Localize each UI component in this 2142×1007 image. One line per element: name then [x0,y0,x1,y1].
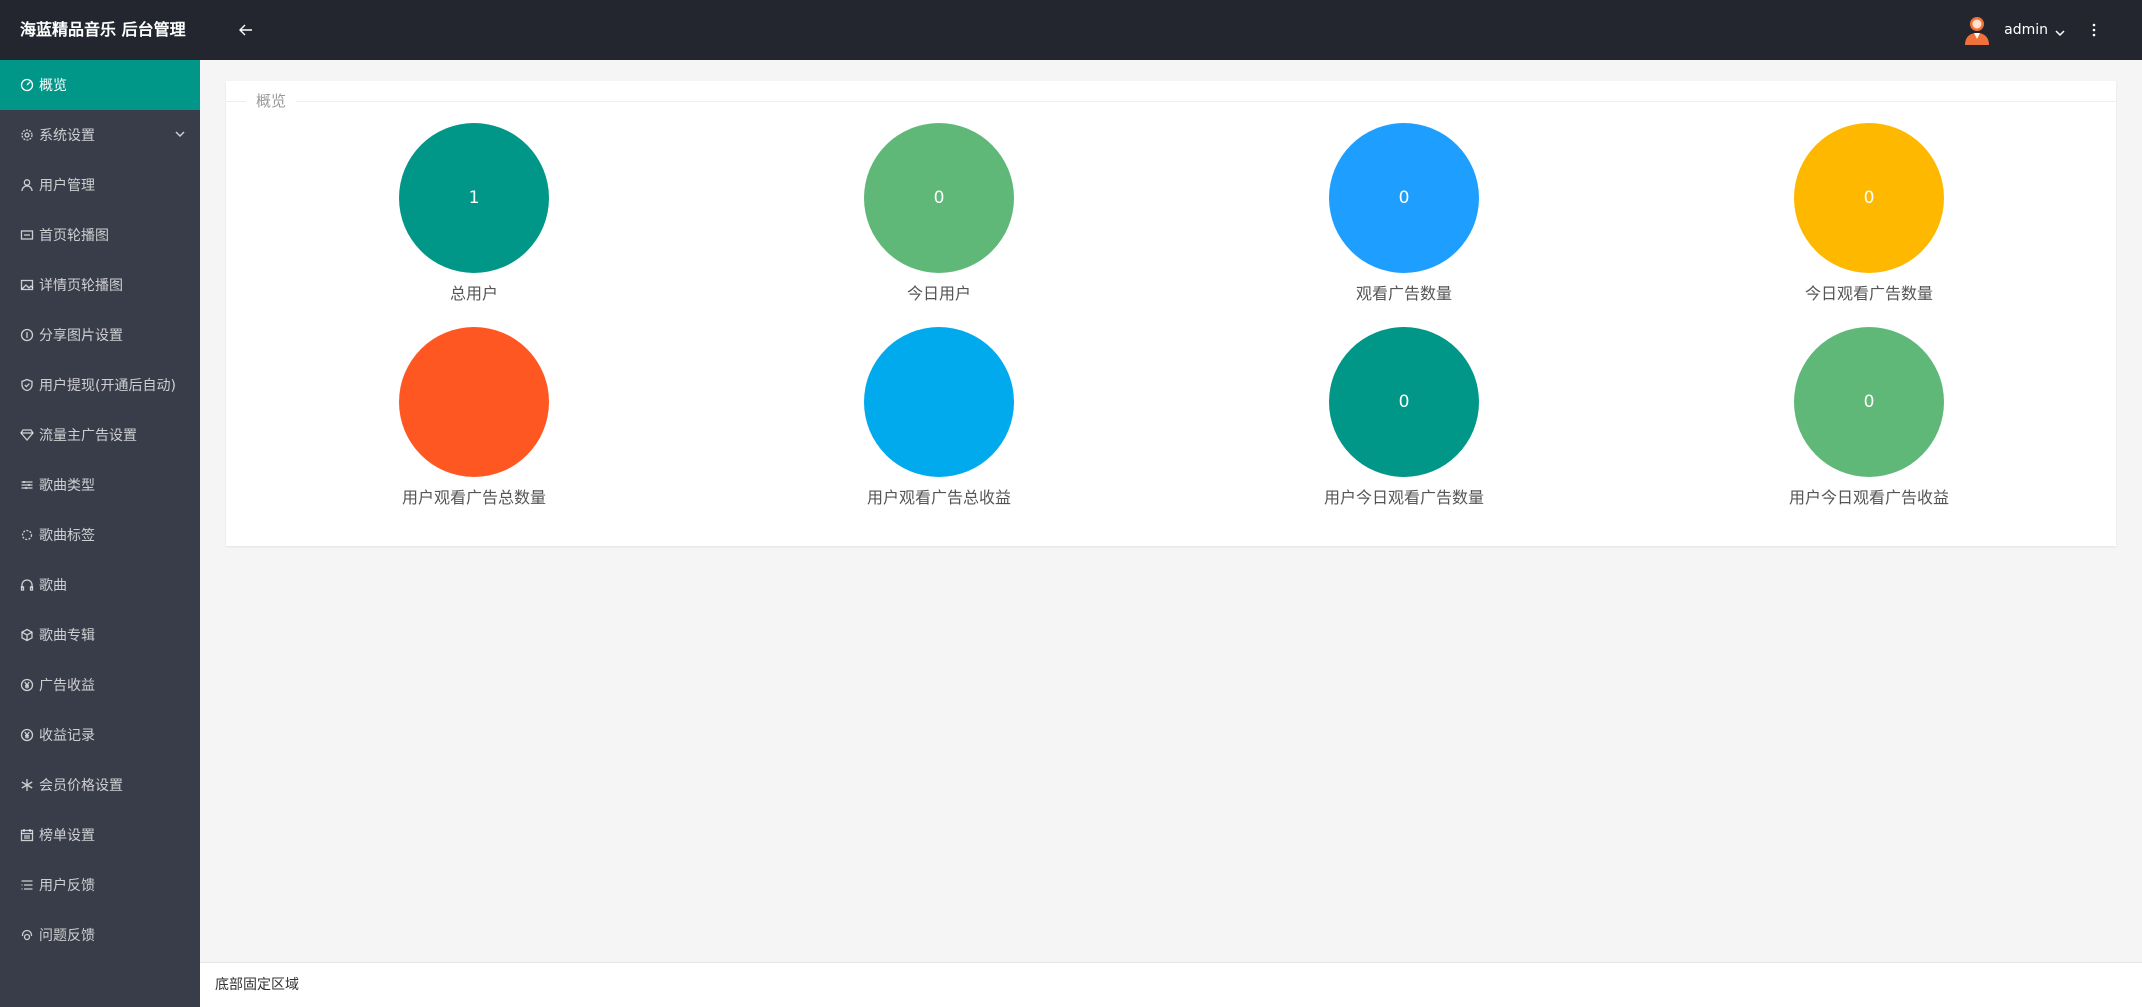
sidebar-nav: 概览系统设置用户管理首页轮播图详情页轮播图分享图片设置用户提现(开通后自动) 流量… [0,60,200,960]
stat-value: 0 [1329,123,1479,273]
stat-item: 0 用户今日观看广告数量 [1254,327,1554,509]
sidebar-item[interactable]: 首页轮播图 [0,210,200,260]
shield-icon [20,378,34,392]
share-icon [20,328,34,342]
sidebar-item[interactable]: 会员价格设置 [0,760,200,810]
sidebar-item-label: 歌曲类型 [39,478,95,494]
sidebar-item-label: 歌曲标签 [39,528,95,544]
dashboard-icon [20,78,34,92]
tag-gear-icon [20,528,34,542]
chevron-down-icon [174,128,186,140]
sidebar: 海蓝精品音乐 后台管理 概览系统设置用户管理首页轮播图详情页轮播图分享图片设置用… [0,0,200,1007]
sidebar-item[interactable]: 榜单设置 [0,810,200,860]
sidebar-item[interactable]: 歌曲类型 [0,460,200,510]
sidebar-item[interactable]: 用户反馈 [0,860,200,910]
sidebar-item[interactable]: 详情页轮播图 [0,260,200,310]
collapse-sidebar-button[interactable] [236,20,256,40]
stat-label: 用户观看广告总数量 [401,488,546,507]
sidebar-item-label: 分享图片设置 [39,328,123,344]
chevron-down-icon [2054,24,2066,37]
footer: 底部固定区域 [200,962,2142,1007]
user-menu[interactable]: admin [1962,14,2066,46]
stat-value: 0 [1329,327,1479,477]
stat-label: 今日观看广告数量 [1804,284,1933,303]
cube-icon [20,628,34,642]
stat-value: 0 [864,123,1014,273]
stat-label: 用户今日观看广告收益 [1788,488,1949,507]
sidebar-item[interactable]: 歌曲 [0,560,200,610]
more-vertical-icon [2092,23,2096,37]
stat-value [399,327,549,477]
sidebar-item-label: 广告收益 [39,678,95,694]
yen-icon [20,678,34,692]
sidebar-item-label: 用户管理 [39,178,95,194]
app-title: 海蓝精品音乐 后台管理 [0,0,200,60]
stat-value [864,327,1014,477]
sidebar-item[interactable]: 广告收益 [0,660,200,710]
sidebar-item-label: 会员价格设置 [39,778,123,794]
sidebar-item[interactable]: 概览 [0,60,200,110]
stat-item: 用户观看广告总收益 [789,327,1089,509]
sidebar-item[interactable]: 用户提现(开通后自动) [0,360,200,410]
stat-item: 1 总用户 [324,123,624,305]
stat-label: 观看广告数量 [1355,284,1452,303]
sidebar-item-label: 概览 [39,78,67,94]
top-header: admin [200,0,2142,60]
headphones-icon [20,578,34,592]
sliders-icon [20,478,34,492]
sidebar-item[interactable]: 歌曲标签 [0,510,200,560]
stat-value: 0 [1794,327,1944,477]
sidebar-item-label: 用户提现(开通后自动) [39,378,176,394]
more-menu-button[interactable] [2086,20,2102,40]
avatar [1965,17,1990,45]
sidebar-item-label: 歌曲专辑 [39,628,95,644]
card-divider [226,101,2116,102]
calendar-icon [20,828,34,842]
sidebar-item-label: 榜单设置 [39,828,95,844]
gear-icon [20,128,34,142]
sidebar-item-label: 详情页轮播图 [39,278,123,294]
user-icon [20,178,34,192]
sidebar-item[interactable]: 用户管理 [0,160,200,210]
sidebar-item[interactable]: 收益记录 [0,710,200,760]
stat-value: 0 [1794,123,1944,273]
sidebar-item-label: 用户反馈 [39,878,95,894]
stat-item: 用户观看广告总数量 [324,327,624,509]
overview-card: 概览 1 总用户 0 今日用户 0 观看广告数量 0 今日观看广告数量用户观看广告总数量 用户观… [226,81,2116,546]
sidebar-item[interactable]: 问题反馈 [0,910,200,960]
stat-label: 总用户 [449,284,498,303]
username: admin [2004,22,2048,38]
list-icon [20,878,34,892]
sidebar-item-label: 歌曲 [39,578,67,594]
diamond-icon [20,428,34,442]
stat-item: 0 今日用户 [789,123,1089,305]
sidebar-item-label: 首页轮播图 [39,228,109,244]
carousel-icon [20,228,34,242]
stat-label: 用户观看广告总收益 [866,488,1011,507]
sidebar-item[interactable]: 流量主广告设置 [0,410,200,460]
sidebar-item-label: 系统设置 [39,128,95,144]
yen-icon [20,728,34,742]
sidebar-item[interactable]: 系统设置 [0,110,200,160]
arrow-left-icon [239,24,252,36]
stat-label: 今日用户 [906,284,971,303]
stat-item: 0 今日观看广告数量 [1719,123,2019,305]
sidebar-item[interactable]: 分享图片设置 [0,310,200,360]
stat-item: 0 观看广告数量 [1254,123,1554,305]
image-icon [20,278,34,292]
stat-item: 0 用户今日观看广告收益 [1719,327,2019,509]
snowflake-icon [20,778,34,792]
stat-value: 1 [399,123,549,273]
stat-label: 用户今日观看广告数量 [1323,488,1484,507]
sidebar-item-label: 问题反馈 [39,928,95,944]
sidebar-item[interactable]: 歌曲专辑 [0,610,200,660]
card-title: 概览 [246,91,297,111]
support-icon [20,928,34,942]
sidebar-item-label: 收益记录 [39,728,95,744]
sidebar-item-label: 流量主广告设置 [39,428,137,444]
